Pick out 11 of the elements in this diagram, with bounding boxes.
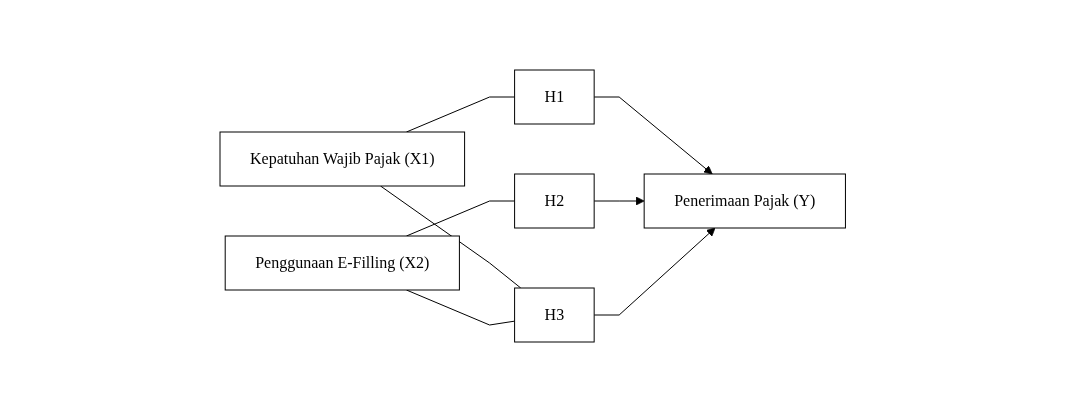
node-box: Penggunaan E-Filling (X2) [224, 235, 460, 291]
arrow [593, 227, 716, 316]
arrow [593, 96, 713, 175]
node-box: H1 [513, 69, 595, 125]
node-box: Kepatuhan Wajib Pajak (X1) [219, 131, 465, 187]
node-box: Penerimaan Pajak (Y) [643, 173, 846, 229]
connector [405, 200, 515, 237]
arrow [593, 196, 645, 206]
connector [405, 96, 515, 133]
node-box: H3 [513, 287, 595, 343]
node-box: H2 [513, 173, 595, 229]
